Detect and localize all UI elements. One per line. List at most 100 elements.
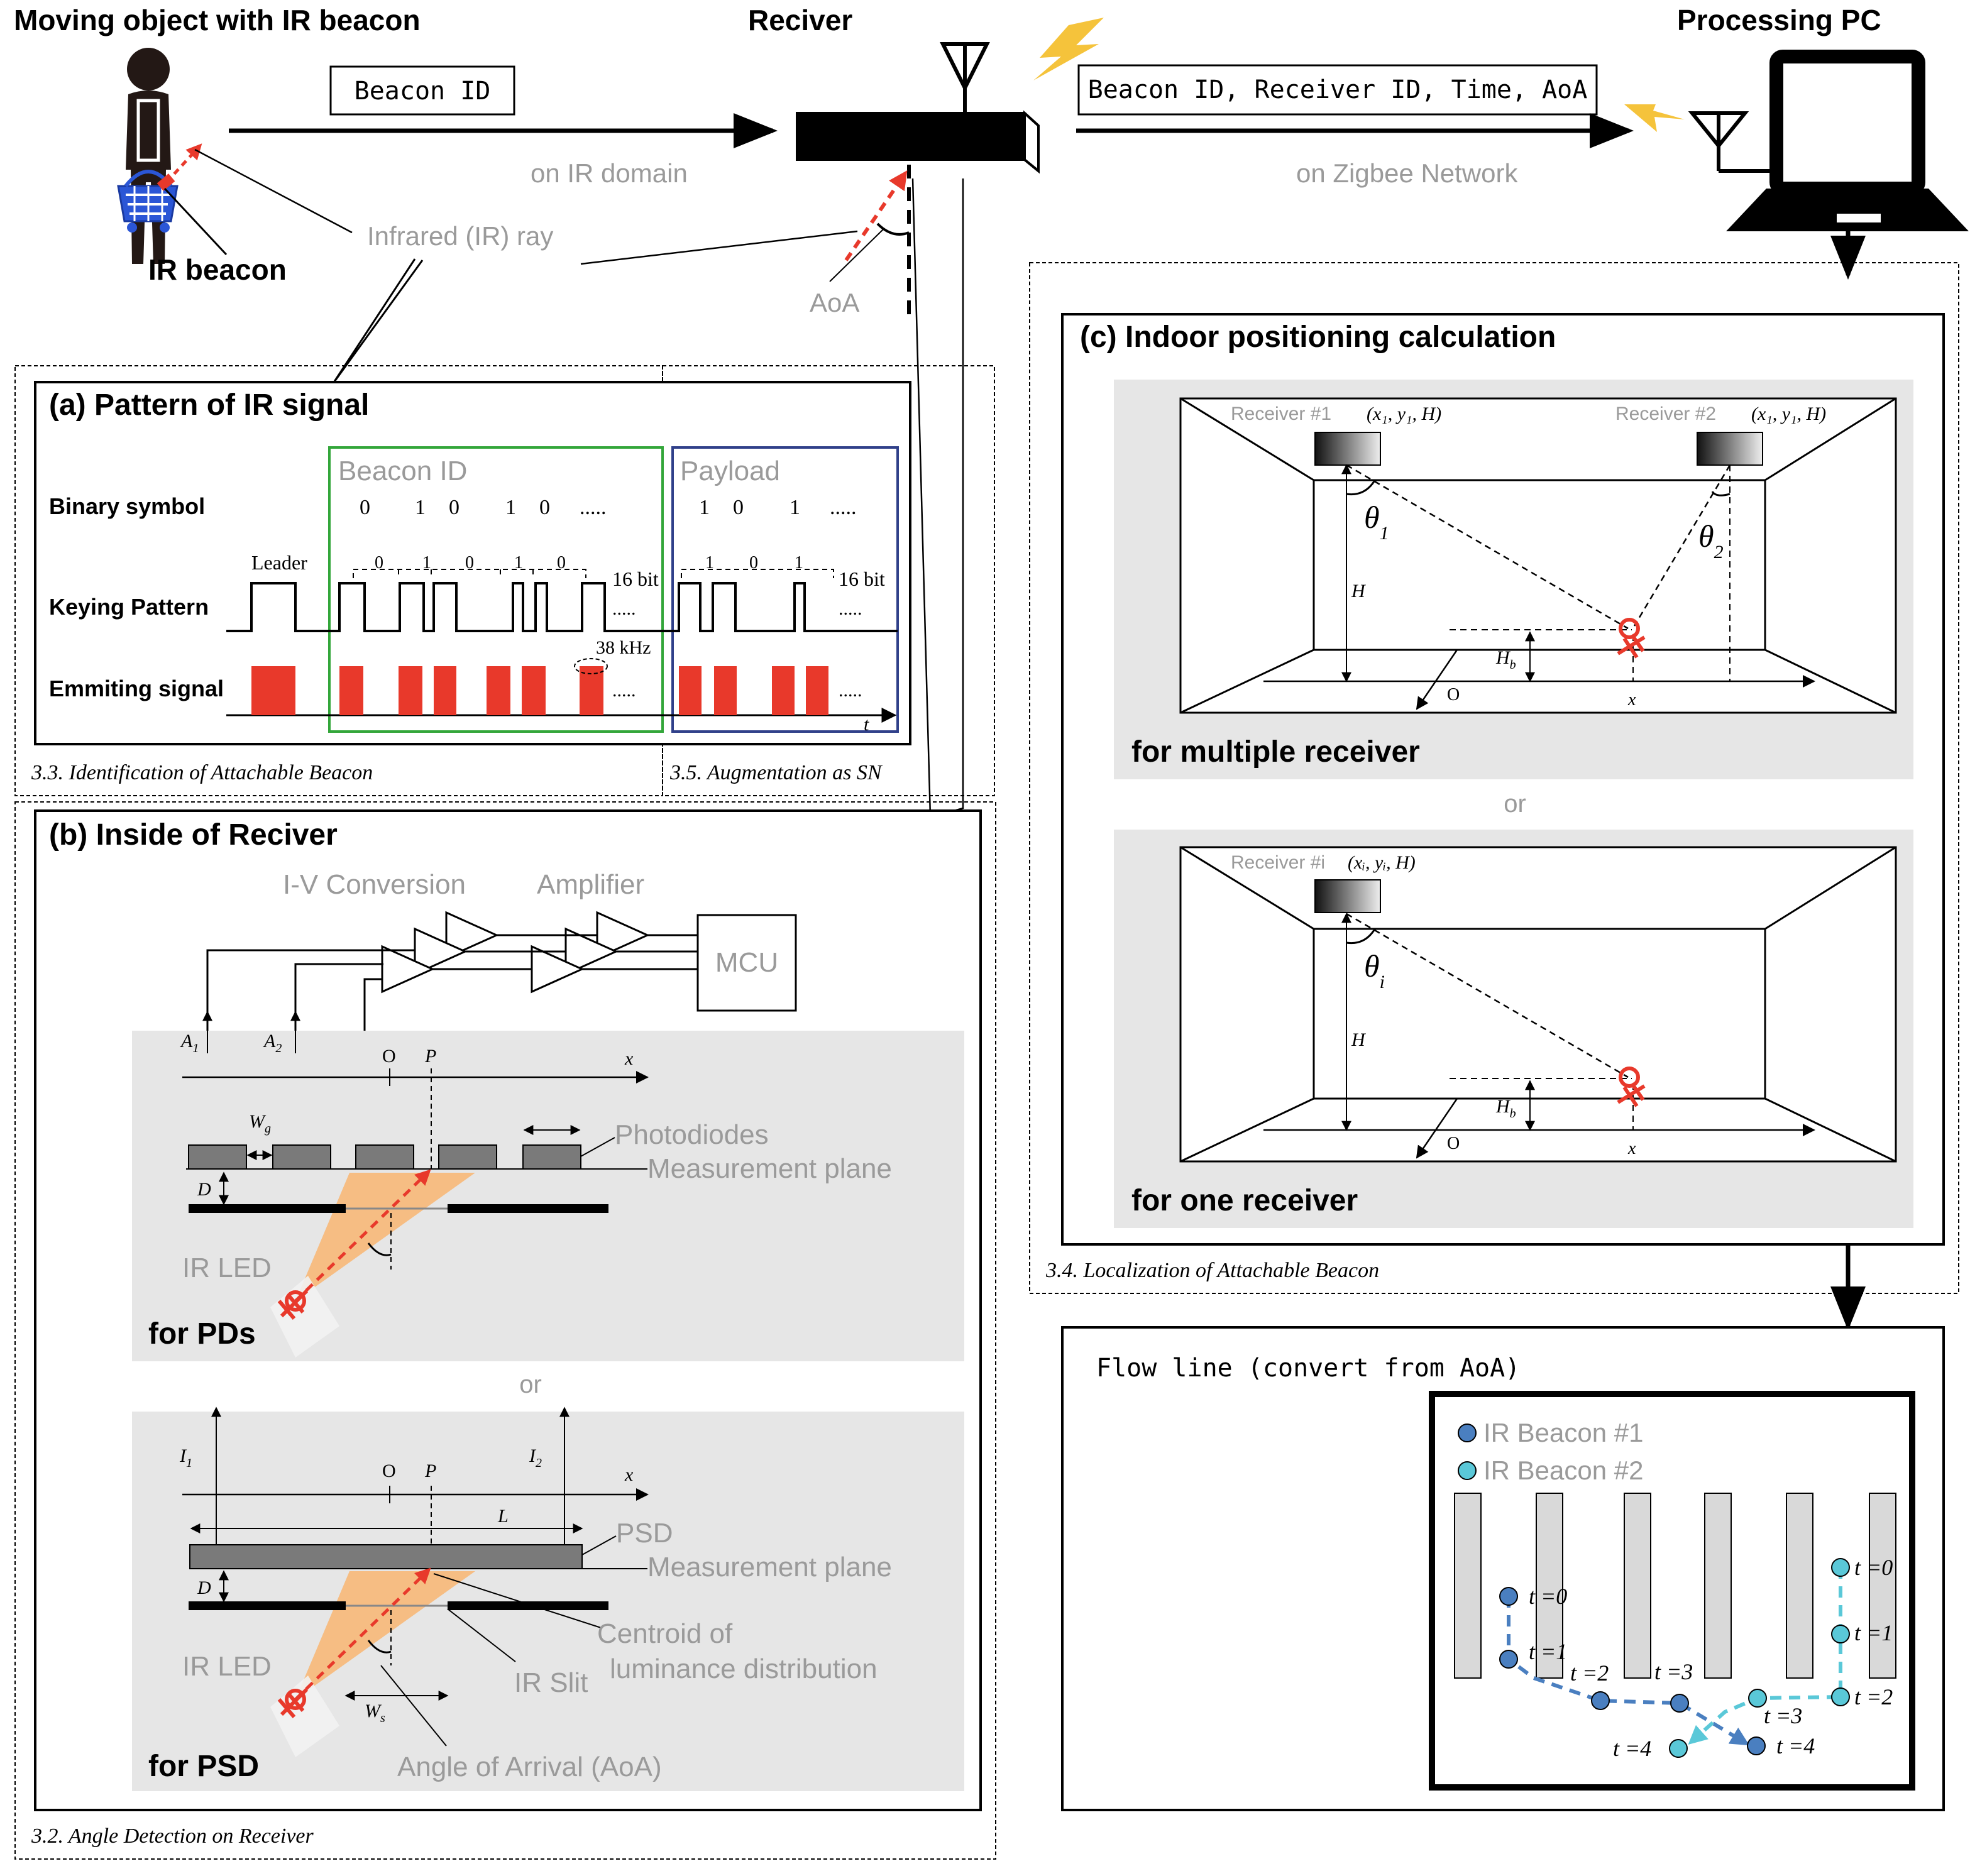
pd-slit-plate-left: [189, 1204, 346, 1213]
pd-ir-led-icon: [277, 1289, 309, 1320]
or-label-c: or: [1504, 790, 1526, 818]
pc-bolt-icon: [1624, 104, 1685, 132]
section-35-caption: 3.5. Augmentation as SN: [669, 761, 883, 784]
keying-waveform: [226, 582, 898, 632]
receiver-title: Reciver: [748, 4, 852, 36]
for-pds-label: for PDs: [148, 1317, 256, 1351]
beacon1-points: [1499, 1587, 1766, 1755]
l-label: L: [497, 1506, 509, 1527]
row-binary-label: Binary symbol: [49, 493, 205, 519]
pd-x-label: x: [624, 1048, 634, 1069]
binary-dots: .....: [830, 496, 857, 519]
thetai-label: θi: [1364, 948, 1385, 992]
for-multi-label: for multiple receiver: [1131, 735, 1420, 769]
receiver-i-label: Receiver #i: [1231, 852, 1325, 873]
d-label: D: [197, 1179, 211, 1200]
bits16-payload: 16 bit: [839, 568, 885, 590]
section-32-frame: [14, 801, 996, 1860]
hb-label-multi: Hb: [1495, 647, 1516, 672]
moving-object-title: Moving object with IR beacon: [14, 4, 421, 36]
payload-region-label: Payload: [680, 456, 780, 486]
binary-bit: 1: [790, 496, 800, 519]
binary-bit: 0: [539, 496, 550, 519]
panel-a-title: (a) Pattern of IR signal: [49, 388, 369, 422]
emitting-pulses: [251, 666, 828, 715]
laptop-icon: [1726, 50, 1969, 231]
i1-label: I1: [179, 1445, 192, 1470]
section-34-frame: [1029, 262, 1959, 1294]
bits16-beacon: 16 bit: [612, 568, 659, 590]
beacon1-t4: t =4: [1776, 1733, 1815, 1758]
psd-sensor: [189, 1544, 583, 1569]
time-axis-label: t: [864, 714, 869, 735]
aoa-label: AoA: [810, 288, 859, 317]
aoa-ray: [844, 170, 908, 261]
ir-beacon-device: [157, 173, 175, 191]
legend-beacon2-dot: [1458, 1461, 1477, 1480]
pd-ir-ray: [294, 1169, 431, 1302]
amplifier-triangles: [381, 911, 650, 994]
flow-panel: Flow line (convert from AoA) IR Beacon #…: [1061, 1326, 1945, 1811]
flow-title: Flow line (convert from AoA): [1096, 1354, 1520, 1383]
ir-slit-label: IR Slit: [514, 1667, 588, 1698]
hb-label-single: Hb: [1495, 1096, 1516, 1121]
emitting-dots: .....: [839, 680, 862, 701]
psd-slit-plate-right: [448, 1601, 608, 1610]
receiver-zoom-leader-2: [911, 178, 932, 818]
pd-current-arrows: [202, 1011, 300, 1053]
x-label-single: x: [1627, 1139, 1636, 1158]
slit-leader: [447, 1608, 516, 1662]
panel-c: (c) Indoor positioning calculation Recei…: [1061, 313, 1945, 1246]
ir-ray-leader-left: [194, 148, 353, 234]
beacon2-t3: t =3: [1764, 1703, 1802, 1728]
leader-label: Leader: [251, 551, 307, 574]
receiver-2-label: Receiver #2: [1615, 403, 1716, 424]
receiver-i-coord: (xᵢ, yᵢ, H): [1348, 852, 1416, 873]
psd-ir-led-label: IR LED: [182, 1651, 272, 1682]
bit-bracket-digit: 1: [705, 553, 714, 573]
panel-b: (b) Inside of Reciver I-V Conversion Amp…: [34, 809, 982, 1811]
a1-label: A1: [180, 1031, 199, 1055]
beacon1-t1: t =1: [1529, 1639, 1567, 1664]
legend-beacon1-dot: [1458, 1423, 1477, 1442]
legend-beacon2: IR Beacon #2: [1483, 1456, 1644, 1485]
i2-label: I2: [529, 1445, 542, 1470]
beacon-id-region-label: Beacon ID: [338, 456, 467, 486]
ws-label: Ws: [365, 1701, 385, 1725]
beacon-id-box-label: Beacon ID: [355, 77, 491, 106]
beacon2-points: [1669, 1558, 1850, 1758]
o-axis-multi: [1416, 649, 1458, 710]
receiver-1-coord: (x₁, y₁, H): [1367, 403, 1441, 424]
receiver-1-label: Receiver #1: [1231, 403, 1331, 424]
bit-bracket: [353, 569, 834, 578]
mcu-box: [696, 914, 797, 1012]
receiver-device: [796, 110, 1040, 174]
receiver-2-box: [1697, 432, 1763, 466]
section-32-caption: 3.2. Angle Detection on Receiver: [31, 1824, 314, 1848]
theta2-arc: [1711, 491, 1731, 496]
section-33-caption: 3.3. Identification of Attachable Beacon: [31, 761, 373, 784]
keying-dots: .....: [839, 598, 862, 619]
pd-ir-led-label: IR LED: [182, 1253, 272, 1283]
ir-beacon-label: IR beacon: [148, 253, 287, 286]
aoa-full-label: Angle of Arrival (AoA): [397, 1752, 662, 1782]
bit-bracket-digit: 0: [749, 553, 758, 573]
o-axis-single: [1416, 1098, 1458, 1159]
beacon2-t1: t =1: [1854, 1620, 1893, 1645]
binary-bit: 0: [733, 496, 744, 519]
shelves: [1454, 1493, 1896, 1679]
pd-slit-plate-right: [448, 1204, 608, 1213]
h-label-single: H: [1351, 1029, 1367, 1050]
beacon2-t2: t =2: [1854, 1684, 1893, 1709]
bit-bracket-digit: 0: [375, 553, 383, 573]
antenna-icon: [940, 42, 990, 113]
centroid-leader: [433, 1573, 602, 1628]
a2-label: A2: [263, 1031, 282, 1055]
beacon-icon-single: [1617, 1067, 1646, 1107]
panel-c-title: (c) Indoor positioning calculation: [1080, 321, 1556, 354]
psd-p-label: P: [424, 1461, 436, 1481]
beacon1-t0: t =0: [1529, 1584, 1567, 1609]
beacon-id-region: [328, 446, 664, 733]
psd-x-label: x: [624, 1464, 634, 1485]
